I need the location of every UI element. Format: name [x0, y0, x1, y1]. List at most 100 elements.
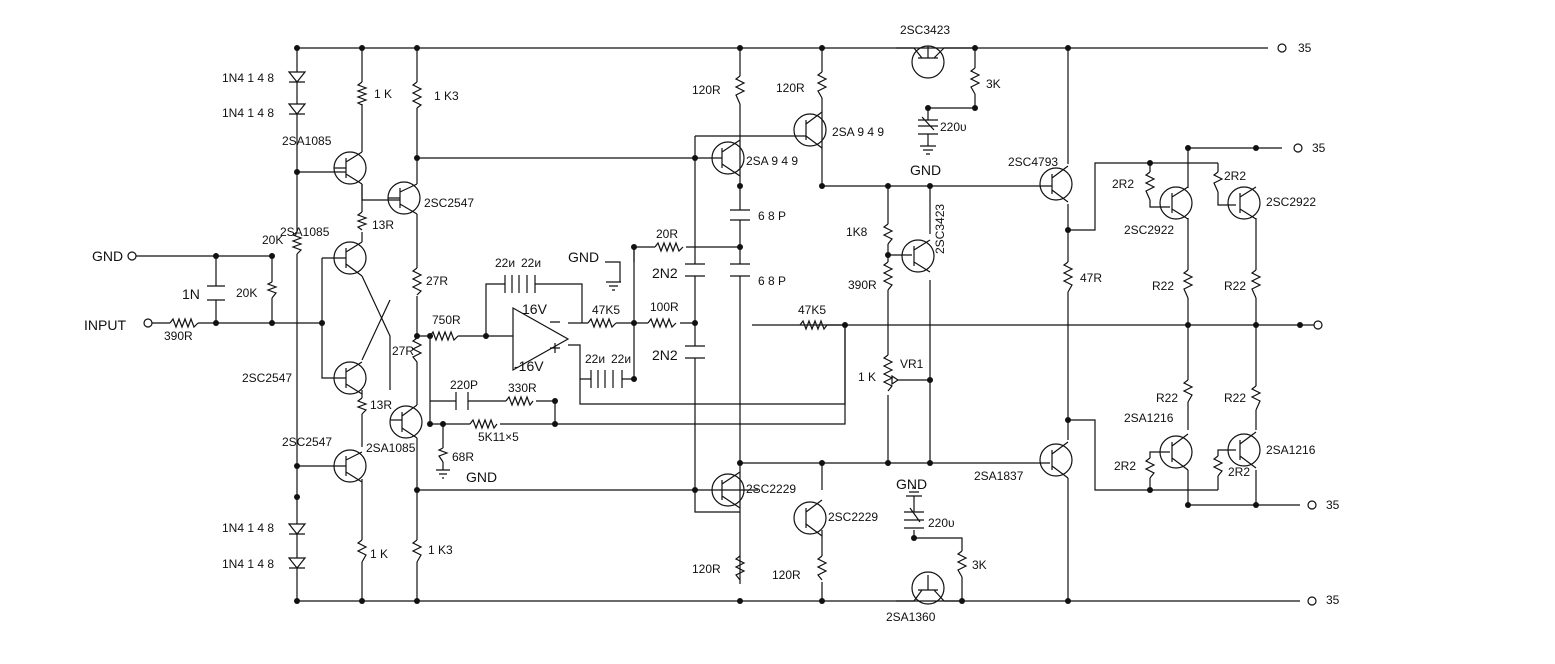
label-22u-b1: 22и [585, 352, 605, 366]
label-gnd-top: GND [910, 162, 941, 178]
label-2sa1085-a: 2SA1085 [282, 134, 332, 148]
label-2r2-b: 2R2 [1224, 169, 1246, 183]
resistors [169, 67, 1262, 581]
op-amp [512, 306, 570, 372]
label-2r2-a: 2R2 [1112, 177, 1134, 191]
label-r22-d: R22 [1224, 391, 1246, 405]
label-22u-b2: 22и [611, 352, 631, 366]
capacitors [207, 116, 938, 529]
label-1n: 1N [182, 286, 200, 302]
label-2sa1216-b: 2SA1216 [1266, 443, 1316, 457]
label-27r-top: 27R [426, 274, 448, 288]
label-13r-bottom: 13R [370, 398, 392, 412]
label-gnd-opamp: GND [568, 249, 599, 265]
label-1k3-top: 1 K3 [434, 89, 459, 103]
rail-terminal-1 [1277, 43, 1287, 53]
junction-dots [213, 45, 1303, 604]
label-2sa1216-a: 2SA1216 [1124, 411, 1174, 425]
label-1k3-bottom: 1 K3 [428, 543, 453, 557]
label-gnd-bottom: GND [896, 476, 927, 492]
label-2sa1360: 2SA1360 [886, 610, 936, 624]
label-rail-3: 35 [1326, 498, 1340, 512]
label-1k-bottom: 1 K [370, 547, 388, 561]
label-2sa1085-c: 2SA1085 [366, 441, 416, 455]
label-220u-top: 220υ [940, 120, 967, 134]
labels: 2SC3423 2SC3423 2SA 9 4 9 2SA 9 4 9 2SA1… [84, 23, 1340, 624]
label-13r-top: 13R [372, 218, 394, 232]
label-input: INPUT [84, 317, 126, 333]
label-2r2-c: 2R2 [1114, 459, 1136, 473]
label-3k-bottom: 3K [972, 558, 987, 572]
label-220p: 220P [450, 378, 478, 392]
label-2sa1085-b: 2SA1085 [280, 225, 330, 239]
label-2r2-d: 2R2 [1228, 465, 1250, 479]
label-100r: 100R [650, 300, 679, 314]
label-3k-top: 3K [986, 77, 1001, 91]
label-vr1: VR1 [900, 357, 924, 371]
label-2sc3423-mid: 2SC3423 [933, 204, 947, 254]
label-1n4148-1: 1N4 1 4 8 [222, 71, 274, 85]
label-2sc2922-a: 2SC2922 [1124, 223, 1174, 237]
label-5k11x5: 5K11×5 [478, 430, 519, 444]
terminals [127, 43, 1323, 606]
label-120r-d: 120R [772, 568, 801, 582]
rail-terminal-2 [1293, 143, 1303, 153]
label-2sc2229-b: 2SC2229 [828, 510, 878, 524]
output-terminal [1313, 320, 1323, 330]
label-47k5-b: 47K5 [798, 303, 826, 317]
label-1n4148-4: 1N4 1 4 8 [222, 557, 274, 571]
label-20k-a: 20K [262, 233, 283, 247]
label-20r: 20R [656, 227, 678, 241]
label-2sc4793: 2SC4793 [1008, 155, 1058, 169]
rail-terminal-4 [1307, 596, 1317, 606]
potentiometer-vr1 [891, 374, 900, 386]
label-1n4148-2: 1N4 1 4 8 [222, 106, 274, 120]
label-rail-2: 35 [1312, 141, 1326, 155]
label-2sc2547-c: 2SC2547 [282, 435, 332, 449]
label-1k-top: 1 K [374, 87, 392, 101]
label-120r-c: 120R [692, 562, 721, 576]
transistors [333, 45, 1261, 605]
label-68r: 68R [452, 450, 474, 464]
gnd-input-terminal [127, 251, 137, 261]
label-68p-b: 6 8 P [758, 274, 786, 288]
label-390r-input: 390R [164, 329, 193, 343]
label-gnd-input: GND [92, 248, 123, 264]
label-2n2-b: 2N2 [652, 347, 678, 363]
label-vr1-value: 1 K [858, 370, 876, 384]
label-r22-c: R22 [1156, 391, 1178, 405]
label-47k5-a: 47K5 [592, 303, 620, 317]
grounds [436, 145, 936, 497]
label-r22-a: R22 [1152, 279, 1174, 293]
label-120r-a: 120R [692, 83, 721, 97]
label-gnd-feedback: GND [466, 469, 497, 485]
label-120r-b: 120R [776, 81, 805, 95]
label-2sc2547-a: 2SC2547 [424, 196, 474, 210]
label-minus-16v: -16V [514, 358, 544, 374]
label-rail-4: 35 [1326, 593, 1340, 607]
rail-terminal-3 [1307, 500, 1317, 510]
label-1n4148-3: 1N4 1 4 8 [222, 521, 274, 535]
label-1k8: 1K8 [846, 225, 868, 239]
label-16v: 16V [522, 301, 548, 317]
label-68p-a: 6 8 P [758, 209, 786, 223]
label-2sa949-a: 2SA 9 4 9 [746, 154, 798, 168]
label-r22-b: R22 [1224, 279, 1246, 293]
diodes [287, 71, 307, 569]
label-2sa949-b: 2SA 9 4 9 [832, 125, 884, 139]
label-330r: 330R [508, 381, 537, 395]
label-22u-a2: 22и [521, 256, 541, 270]
label-220u-bottom: 220υ [928, 516, 955, 530]
wires [136, 47, 1320, 602]
label-22u-a1: 22и [495, 256, 515, 270]
label-2sc2547-b: 2SC2547 [242, 371, 292, 385]
label-2sc2229-a: 2SC2229 [746, 482, 796, 496]
input-terminal [143, 318, 153, 328]
label-2sc2922-b: 2SC2922 [1266, 195, 1316, 209]
label-750r: 750R [432, 313, 461, 327]
label-2sc3423-top: 2SC3423 [900, 23, 950, 37]
label-2sa1837: 2SA1837 [974, 469, 1024, 483]
label-390r-bias: 390R [848, 278, 877, 292]
label-rail-1: 35 [1298, 41, 1312, 55]
